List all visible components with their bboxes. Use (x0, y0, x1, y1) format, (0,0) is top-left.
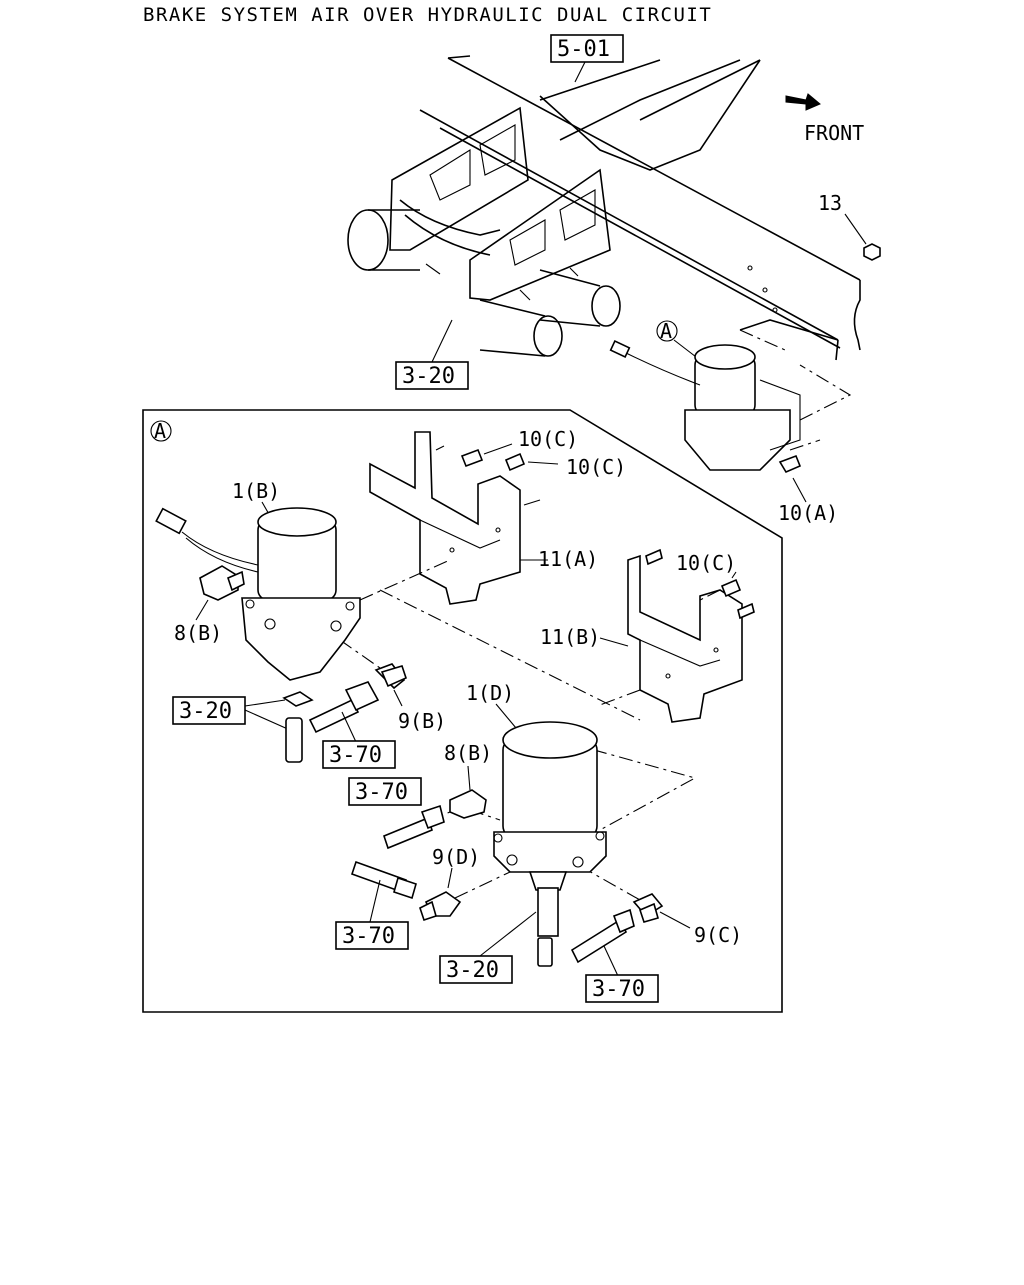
ref-3-70-d-text: 3-70 (592, 977, 645, 1002)
part-1d-label: 1(D) (466, 681, 514, 705)
part-10c-label-1: 10(C) (518, 427, 578, 451)
air-dryer-1b: 1(B) (155, 479, 361, 681)
ref-3-20-left: 3-20 (172, 691, 314, 763)
part-11b-label: 11(B) (540, 625, 600, 649)
air-dryer-1d: 1(D) (466, 681, 607, 967)
fitting-8b-lower: 8(B) (444, 741, 492, 819)
part-1b-label: 1(B) (232, 479, 280, 503)
ref-3-20-frame: 3-20 (395, 319, 469, 390)
bracket-11b: 11(B) 10(C) (540, 548, 755, 723)
ref-3-70-c-text: 3-70 (342, 924, 395, 949)
part-9b-label: 9(B) (398, 709, 446, 733)
fitting-8b-upper: 8(B) (174, 565, 245, 645)
diagram-title: BRAKE SYSTEM AIR OVER HYDRAULIC DUAL CIR… (143, 4, 712, 26)
part-13-nut: 13 (818, 191, 881, 261)
part-9c-label: 9(C) (694, 923, 742, 947)
bracket-11a: 11(A) 10(C) 10(C) (369, 427, 626, 605)
fitting-9c: 9(C) (632, 893, 742, 947)
part-8b-label-2: 8(B) (444, 741, 492, 765)
fitting-9d: 9(D) (419, 845, 480, 922)
ref-3-70-a-text: 3-70 (329, 743, 382, 768)
ref-5-01-text: 5-01 (557, 37, 610, 62)
part-10c-label-2: 10(C) (566, 455, 626, 479)
front-arrow: FRONT (785, 93, 864, 145)
part-9d-label: 9(D) (432, 845, 480, 869)
chassis-frame (347, 55, 861, 361)
assembled-air-dryer: A 10(A) (609, 319, 852, 525)
ref-5-01: 5-01 (550, 34, 624, 83)
fitting-9b: 9(B) (374, 663, 446, 733)
ref-3-20-left-text: 3-20 (179, 699, 232, 724)
front-label: FRONT (804, 121, 864, 145)
part-10a-label: 10(A) (778, 501, 838, 525)
ref-3-70-d: 3-70 (570, 908, 659, 1003)
ref-3-20-frame-text: 3-20 (402, 364, 455, 389)
detail-a-box: A (142, 409, 783, 1013)
ref-3-70-b: 3-70 (348, 777, 445, 850)
part-10c-label-3: 10(C) (676, 551, 736, 575)
ref-3-70-b-text: 3-70 (355, 780, 408, 805)
ref-3-20-bottom-text: 3-20 (446, 958, 499, 983)
part-8b-label-1: 8(B) (174, 621, 222, 645)
part-13-label: 13 (818, 191, 842, 215)
ref-3-20-bottom: 3-20 (439, 911, 537, 984)
ref-3-70-c: 3-70 (335, 860, 417, 950)
hose-3-70-upper: 3-70 (308, 681, 396, 769)
detail-marker-upper: A (660, 319, 672, 343)
part-11a-label: 11(A) (538, 547, 598, 571)
detail-marker-box: A (154, 419, 166, 443)
